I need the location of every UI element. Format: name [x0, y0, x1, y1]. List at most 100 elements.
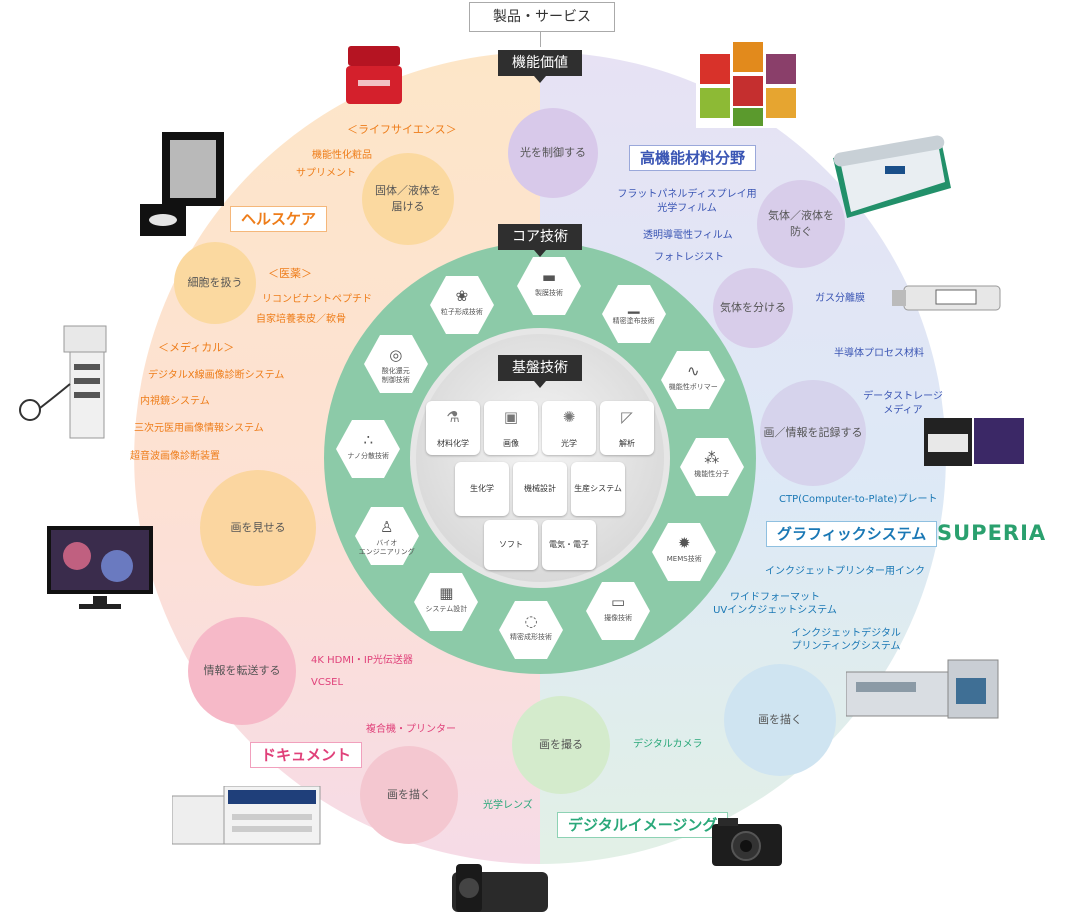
- core-tech-4: ⁂機能性分子: [679, 437, 745, 497]
- label-ultrasound: 超音波画像診断装置: [130, 451, 220, 462]
- beaker-icon: ⚗: [446, 408, 460, 426]
- label-endoscope: 内視鏡システム: [140, 396, 210, 407]
- image-icon: ▣: [503, 408, 519, 426]
- category-label: グラフィックシステム: [777, 525, 927, 543]
- hexagon-shape: [429, 275, 494, 334]
- analysis-icon: ◸: [621, 408, 633, 426]
- label-recombinant: リコンビナントペプチド: [262, 294, 372, 305]
- core-tech-label: 酸化還元 制御技術: [381, 367, 410, 385]
- base-tech-label: 生産システム: [574, 484, 622, 493]
- hexagon-shape: [679, 438, 744, 496]
- core-tech-1: ▬ 製膜技術: [516, 256, 582, 316]
- base-tech-label: 生化学: [470, 484, 494, 493]
- core-tech-10: ∴ ナノ分散技術: [335, 419, 401, 479]
- core-tech-8: ▦システム設計: [413, 572, 479, 632]
- bubble-text: 気体／液体を 防ぐ: [768, 209, 834, 238]
- medical-monitor-image: [47, 526, 153, 609]
- broadcast-lens-image: [452, 864, 548, 912]
- label-ctp: CTP(Computer-to-Plate)プレート: [779, 494, 938, 505]
- hexagon-shape: [363, 335, 428, 394]
- hexagon-shape: [661, 350, 726, 409]
- mfp-printer-image: [172, 786, 321, 845]
- core-tech-0: ❀粒子形成技術: [429, 275, 495, 335]
- products-services-box: 製品・サービス: [469, 2, 615, 32]
- cosmetic-jar-image: [346, 46, 402, 104]
- label-wide-format-2: UVインクジェットシステム: [713, 605, 837, 616]
- base-tech-label: 材料化学: [437, 439, 469, 448]
- category-advanced-materials: 高機能材料分野: [629, 145, 757, 171]
- core-tech-2: ▁精密塗布技術: [601, 284, 667, 344]
- label-wide-format-1: ワイドフォーマット: [730, 592, 820, 603]
- base-tech-8: 電気・電子: [542, 520, 596, 570]
- base-tech-label: ソフト: [499, 540, 523, 549]
- category-label: 高機能材料分野: [640, 149, 746, 167]
- bubble-text: 画を描く: [758, 713, 802, 726]
- bubble-transfer-info: 情報を転送する: [188, 617, 296, 725]
- label-inkjet-digital-2: プリンティングシステム: [791, 641, 901, 652]
- core-tech-3: ∿機能性ポリマー: [660, 350, 726, 410]
- bubble-text: 画／情報を記録する: [763, 426, 863, 439]
- core-tech-label: 精密成形技術: [509, 632, 552, 641]
- label-inkjet-digital-1: インクジェットデジタル: [791, 628, 901, 639]
- bio-person-icon: ♙: [380, 518, 394, 537]
- film-roll-icon: ▬: [541, 268, 557, 287]
- label-digital-camera: デジタルカメラ: [633, 739, 703, 750]
- core-tech-5: ✹MEMS技術: [651, 522, 717, 582]
- functional-value-label: 機能価値: [512, 55, 568, 71]
- label-transparent-film: 透明導電性フィルム: [643, 230, 733, 241]
- label-gas-separation: ガス分離膜: [815, 293, 865, 304]
- bubble-text: 情報を転送する: [203, 664, 281, 677]
- hexagon-shape: [414, 573, 479, 632]
- core-tech-label: コア技術: [512, 229, 568, 245]
- label-life-science: ＜ライフサイエンス＞: [347, 123, 457, 136]
- base-tech-label: 画像: [503, 439, 519, 448]
- connector-line: [540, 31, 541, 47]
- category-imaging: デジタルイメージング: [557, 812, 729, 838]
- label-data-storage-1: データストレージ: [863, 391, 943, 402]
- base-tech-label: 解析: [619, 439, 635, 448]
- hexagon-shape: [601, 284, 666, 343]
- label-3d-medical: 三次元医用画像情報システム: [134, 423, 264, 434]
- bubble-gas-liquid-protect: 気体／液体を 防ぐ: [757, 180, 845, 268]
- label-fpd-film-2: 光学フィルム: [657, 203, 717, 214]
- label-autologous: 自家培養表皮／軟骨: [256, 314, 346, 325]
- base-tech-0: ⚗ 材料化学: [426, 401, 480, 455]
- superia-logo: SUPERIA: [937, 519, 1046, 547]
- core-tech-label: 製膜技術: [535, 289, 563, 298]
- lens-molding-icon: ◌: [524, 611, 538, 630]
- category-graphic: グラフィックシステム: [766, 521, 938, 547]
- core-tech-6: ▭撮像技術: [585, 581, 651, 641]
- label-data-storage-2: メディア: [883, 405, 923, 416]
- bubble-text: 画を見せる: [230, 521, 286, 534]
- base-tech-6: 生産システム: [571, 462, 625, 516]
- core-tech-11: ◎酸化還元 制御技術: [363, 334, 429, 394]
- bubble-separate-gas: 気体を分ける: [713, 268, 793, 348]
- core-tech-label: MEMS技術: [666, 554, 702, 563]
- products-services-label: 製品・サービス: [493, 9, 591, 25]
- particles-icon: ❀: [455, 286, 469, 305]
- bubble-text: 固体／液体を 届ける: [375, 184, 441, 213]
- base-tech-label: 光学: [561, 439, 577, 448]
- storage-media-image: [924, 418, 1024, 466]
- aperture-icon: ✺: [562, 408, 576, 426]
- bubble-control-light: 光を制御する: [508, 108, 598, 198]
- base-tech-4: 生化学: [455, 462, 509, 516]
- bubble-text: 光を制御する: [520, 146, 586, 159]
- label-vcsel: VCSEL: [311, 677, 344, 688]
- label-hdmi: 4K HDMI・IP光伝送器: [311, 655, 413, 666]
- molecule-icon: ⁂: [704, 449, 720, 467]
- nano-dots-icon: ∴: [363, 430, 373, 449]
- bubble-text: 細胞を扱う: [187, 276, 243, 289]
- base-tech-5: 機械設計: [513, 462, 567, 516]
- label-optical-lens: 光学レンズ: [483, 800, 533, 811]
- label-inkjet-ink: インクジェットプリンター用インク: [765, 566, 925, 577]
- base-tech-label: 機械設計: [524, 484, 556, 493]
- hexagon-shape: [652, 522, 717, 581]
- system-icon: ▦: [439, 584, 454, 603]
- core-tech-label: 機能性ポリマー: [668, 382, 718, 391]
- base-tech-7: ソフト: [484, 520, 538, 570]
- category-label: デジタルイメージング: [568, 816, 718, 834]
- gas-separation-module-image: [892, 285, 1001, 311]
- core-tech-label: ナノ分散技術: [347, 451, 390, 460]
- label-medical: ＜メディカル＞: [158, 341, 235, 354]
